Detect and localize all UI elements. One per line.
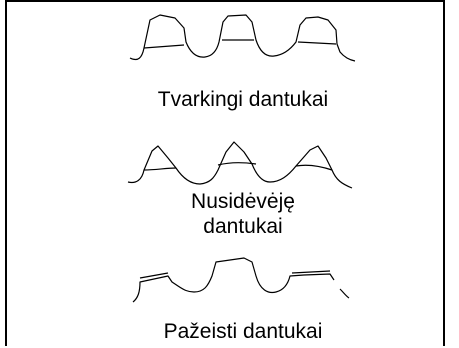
caption-normal-teeth: Tvarkingi dantukai	[157, 88, 329, 111]
caption-worn-teeth-line2: dantukai	[203, 215, 283, 238]
caption-worn-teeth-line1: Nusidėvėję	[191, 190, 295, 213]
figure-border	[5, 0, 445, 346]
damaged-teeth-profile	[132, 257, 350, 303]
caption-damaged-teeth: Pažeisti dantukai	[163, 320, 323, 343]
normal-teeth-profile	[129, 14, 356, 62]
worn-teeth-profile	[127, 141, 353, 189]
